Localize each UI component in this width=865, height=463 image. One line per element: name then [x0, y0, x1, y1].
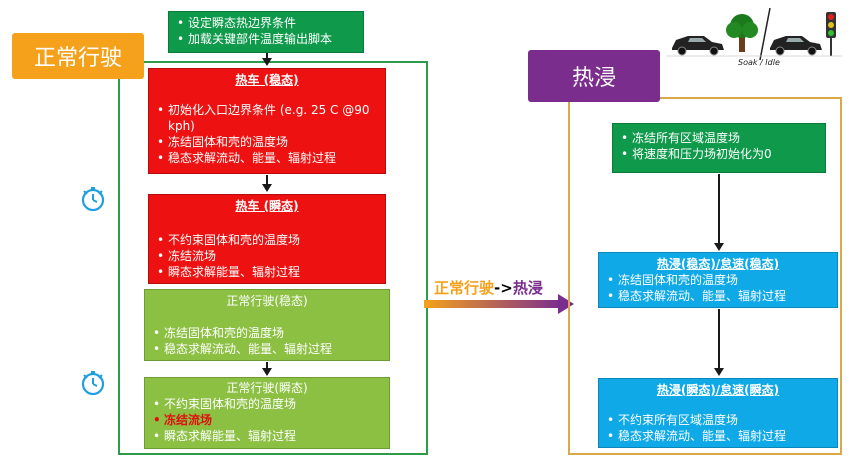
hot-car-transient-box: 热车 (瞬态) 不约束固体和壳的温度场 冻结流场 瞬态求解能量、辐射过程	[148, 194, 386, 284]
soak-transient-box: 热浸(瞬态)/怠速(瞬态) 不约束所有区域温度场 稳态求解流动、能量、辐射过程	[598, 378, 838, 448]
freeze-all-box: 冻结所有区域温度场 将速度和压力场初始化为0	[612, 123, 826, 173]
flow-arrowhead	[262, 368, 272, 376]
soak-tag: 热浸	[528, 50, 660, 102]
normal-driving-frame	[118, 61, 428, 455]
box-item: 瞬态求解能量、辐射过程	[157, 264, 377, 280]
box-item: 冻结固体和壳的温度场	[157, 134, 377, 150]
soak-steady-box: 热浸(稳态)/怠速(稳态) 冻结固体和壳的温度场 稳态求解流动、能量、辐射过程	[598, 252, 838, 308]
flow-arrow-line	[718, 174, 720, 244]
normal-driving-transient-box: 正常行驶(瞬态) 不约束固体和壳的温度场 冻结流场 瞬态求解能量、辐射过程	[144, 377, 390, 449]
setup-item: 设定瞬态热边界条件	[177, 15, 355, 31]
tree-icon	[726, 14, 758, 52]
box-item: 初始化入口边界条件 (e.g. 25 C @90 kph)	[157, 102, 377, 134]
flow-arrow-line	[718, 309, 720, 369]
box-item: 稳态求解流动、能量、辐射过程	[607, 428, 829, 444]
hot-car-steady-box: 热车 (稳态) 初始化入口边界条件 (e.g. 25 C @90 kph) 冻结…	[148, 68, 386, 174]
box-item: 冻结所有区域温度场	[621, 130, 817, 146]
box-item: 不约束所有区域温度场	[607, 412, 829, 428]
traffic-light-icon	[826, 12, 836, 56]
box-item: 稳态求解流动、能量、辐射过程	[157, 150, 377, 166]
box-item: 稳态求解流动、能量、辐射过程	[153, 341, 381, 357]
transition-arrow-text: ->	[494, 279, 513, 297]
flow-arrowhead	[262, 184, 272, 192]
setup-box: 设定瞬态热边界条件 加载关键部件温度输出脚本	[168, 11, 364, 53]
box-item: 不约束固体和壳的温度场	[153, 396, 381, 412]
transition-arrow	[424, 294, 574, 314]
car-icon	[672, 36, 724, 56]
normal-driving-tag: 正常行驶	[12, 33, 144, 79]
flow-arrow-line	[266, 175, 268, 185]
box-title: 热车 (瞬态)	[235, 199, 299, 213]
normal-driving-steady-box: 正常行驶(稳态) 冻结固体和壳的温度场 稳态求解流动、能量、辐射过程	[144, 289, 390, 361]
box-item: 瞬态求解能量、辐射过程	[153, 428, 381, 444]
box-title: 热浸(瞬态)/怠速(瞬态)	[656, 383, 780, 397]
car-icon	[770, 36, 822, 56]
stopwatch-icon	[81, 187, 105, 212]
box-title: 热浸(稳态)/怠速(稳态)	[656, 257, 780, 271]
setup-item: 加载关键部件温度输出脚本	[177, 31, 355, 47]
transition-from: 正常行驶	[434, 279, 495, 297]
flow-arrowhead	[714, 243, 724, 251]
box-title: 正常行驶(稳态)	[226, 294, 308, 308]
stopwatch-icon	[81, 371, 105, 396]
box-item: 冻结流场	[157, 248, 377, 264]
illustration-caption: Soak / Idle	[738, 58, 780, 67]
box-title: 热车 (稳态)	[235, 73, 299, 87]
box-item: 不约束固体和壳的温度场	[157, 232, 377, 248]
transition-label: 正常行驶->热浸	[434, 277, 543, 298]
box-item: 冻结固体和壳的温度场	[607, 272, 829, 288]
flow-arrow-line	[266, 53, 268, 59]
box-item: 稳态求解流动、能量、辐射过程	[607, 288, 829, 304]
box-item: 冻结固体和壳的温度场	[153, 325, 381, 341]
box-item: 冻结流场	[153, 412, 381, 428]
transition-to: 热浸	[512, 279, 543, 297]
soak-frame	[568, 97, 842, 455]
box-title: 正常行驶(瞬态)	[226, 381, 308, 395]
box-item: 将速度和压力场初始化为0	[621, 146, 817, 162]
flow-arrowhead	[262, 58, 272, 66]
flow-arrowhead	[714, 368, 724, 376]
soak-idle-illustration	[666, 7, 842, 61]
flow-arrow-line	[266, 362, 268, 369]
